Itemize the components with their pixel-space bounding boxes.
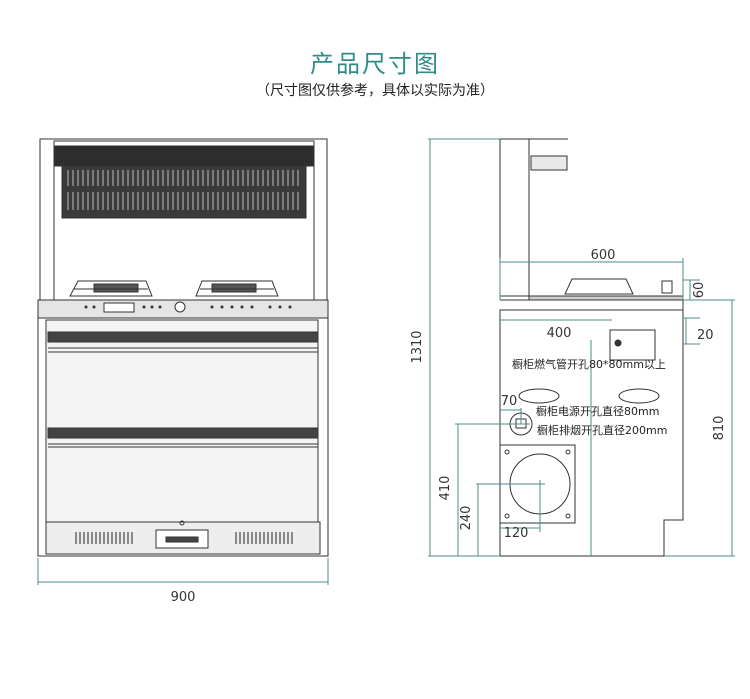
hood-top-bar [53,145,315,167]
vent-right [618,388,660,404]
note-gas-pipe: 橱柜燃气管开孔80*80mm以上 [512,357,666,371]
note-exhaust-hole: 橱柜排烟开孔直径200mm [537,423,667,437]
cabinet-height-label: 810 [712,416,727,441]
side-cooktop [528,295,684,301]
side-burner [564,278,634,295]
gas-pipe-icon [614,339,622,347]
note-power-hole: 橱柜电源开孔直径80mm [536,404,659,418]
hood-tower [499,138,530,297]
exhaust-center-height-label: 240 [459,506,474,531]
power-hole-offset-label: 70 [501,394,518,409]
control-buttons [84,305,292,309]
side-knob [661,280,673,294]
exhaust-center-offset-label: 120 [504,526,529,541]
page-title: 产品尺寸图 [310,50,440,78]
vent-left [518,388,560,404]
hood-vent [61,165,307,219]
height-total-label: 1310 [410,330,425,363]
burner-left [69,280,153,297]
cabinet-body [37,317,329,557]
drawer-middle-handle [47,427,319,439]
gas-pipe-hole [609,329,656,361]
side-dimensions [428,138,735,557]
top-offset-label: 60 [692,282,707,299]
hood-handle [530,155,568,171]
exhaust-height-label: 410 [438,476,453,501]
power-knob-icon [174,301,186,313]
depth-label: 600 [591,248,616,263]
burner-right [195,280,279,297]
cabinet-offset-label: 20 [697,328,714,343]
gas-pipe-offset-label: 400 [547,326,572,341]
front-view [37,138,329,585]
display-window [103,302,135,313]
page-subtitle: （尺寸图仅供参考，具体以实际为准） [256,83,494,99]
width-label: 900 [171,590,196,605]
drawer-top-handle [47,331,319,343]
